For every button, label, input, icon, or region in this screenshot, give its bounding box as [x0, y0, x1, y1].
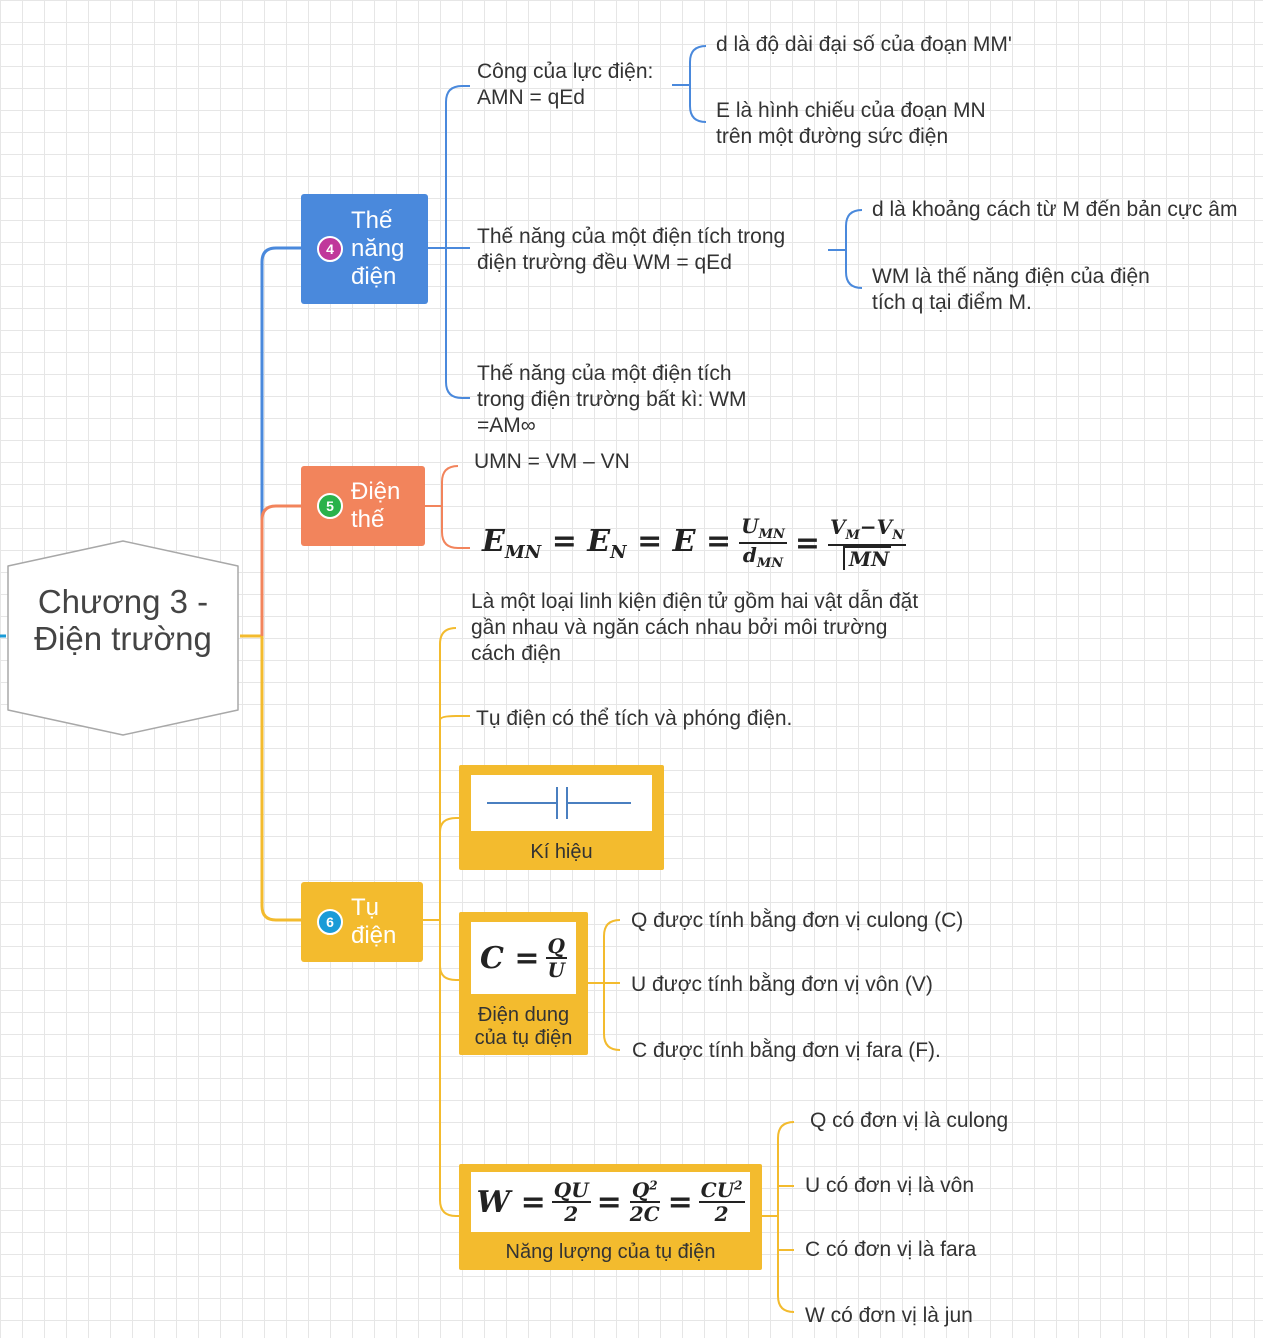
branch-label: Điện thế — [351, 478, 401, 533]
central-topic[interactable]: Chương 3 - Điện trường — [34, 583, 212, 657]
central-node-shape — [7, 540, 239, 736]
card-label: Điện dung của tụ điện — [474, 1004, 573, 1049]
branch-label: Tụ điện — [351, 894, 397, 949]
card-ki-hieu[interactable]: Kí hiệu — [459, 765, 664, 870]
card-label: Năng lượng của tụ điện — [505, 1241, 716, 1263]
topic-e-hinh-chieu[interactable]: E là hình chiếu của đoạn MN trên một đườ… — [716, 99, 986, 148]
topic-c-fara[interactable]: C được tính bằng đơn vị fara (F). — [632, 1039, 941, 1062]
capacitor-symbol-icon — [487, 787, 631, 819]
priority-6-badge: 6 — [317, 909, 343, 935]
topic-q-culong[interactable]: Q được tính bằng đơn vị culong (C) — [631, 909, 964, 932]
topic-the-nang-deu[interactable]: Thế năng của một điện tích trong điện tr… — [477, 225, 786, 274]
topic-d-khoang-cach[interactable]: d là khoảng cách từ M đến bản cực âm — [872, 198, 1238, 221]
card-label: Kí hiệu — [530, 841, 593, 863]
topic-u-don-vi[interactable]: U có đơn vị là vôn — [805, 1174, 975, 1197]
topic-umn[interactable]: UMN = VM – VN — [474, 450, 630, 473]
topic-c-don-vi[interactable]: C có đơn vị là fara — [805, 1238, 977, 1261]
topic-w-don-vi[interactable]: W có đơn vị là jun — [805, 1304, 973, 1327]
priority-4-badge: 4 — [317, 236, 343, 262]
topic-cong-luc-dien[interactable]: Công của lực điện: AMN = qEd — [477, 60, 654, 109]
branch-the-nang-dien[interactable]: 4 Thế năng điện — [301, 194, 428, 304]
branch-dien-the[interactable]: 5 Điện thế — [301, 466, 425, 546]
branch-tu-dien[interactable]: 6 Tụ điện — [301, 882, 423, 962]
topic-u-von[interactable]: U được tính bằng đơn vị vôn (V) — [631, 973, 933, 996]
capacitor-symbol-image — [471, 775, 652, 831]
topic-tich-phong-dien[interactable]: Tụ điện có thể tích và phóng điện. — [476, 707, 793, 730]
topic-q-don-vi[interactable]: Q có đơn vị là culong — [810, 1109, 1009, 1132]
topic-dinh-nghia-tu-dien[interactable]: Là một loại linh kiện điện tử gồm hai vậ… — [471, 590, 919, 665]
topic-d-do-dai[interactable]: d là độ dài đại số của đoạn MM' — [716, 33, 1012, 56]
priority-5-badge: 5 — [317, 493, 343, 519]
topic-wm-the-nang[interactable]: WM là thế năng điện của điện tích q tại … — [872, 265, 1150, 314]
topic-the-nang-bat-ki[interactable]: Thế năng của một điện tích trong điện tr… — [477, 362, 747, 437]
branch-label: Thế năng điện — [351, 207, 405, 290]
